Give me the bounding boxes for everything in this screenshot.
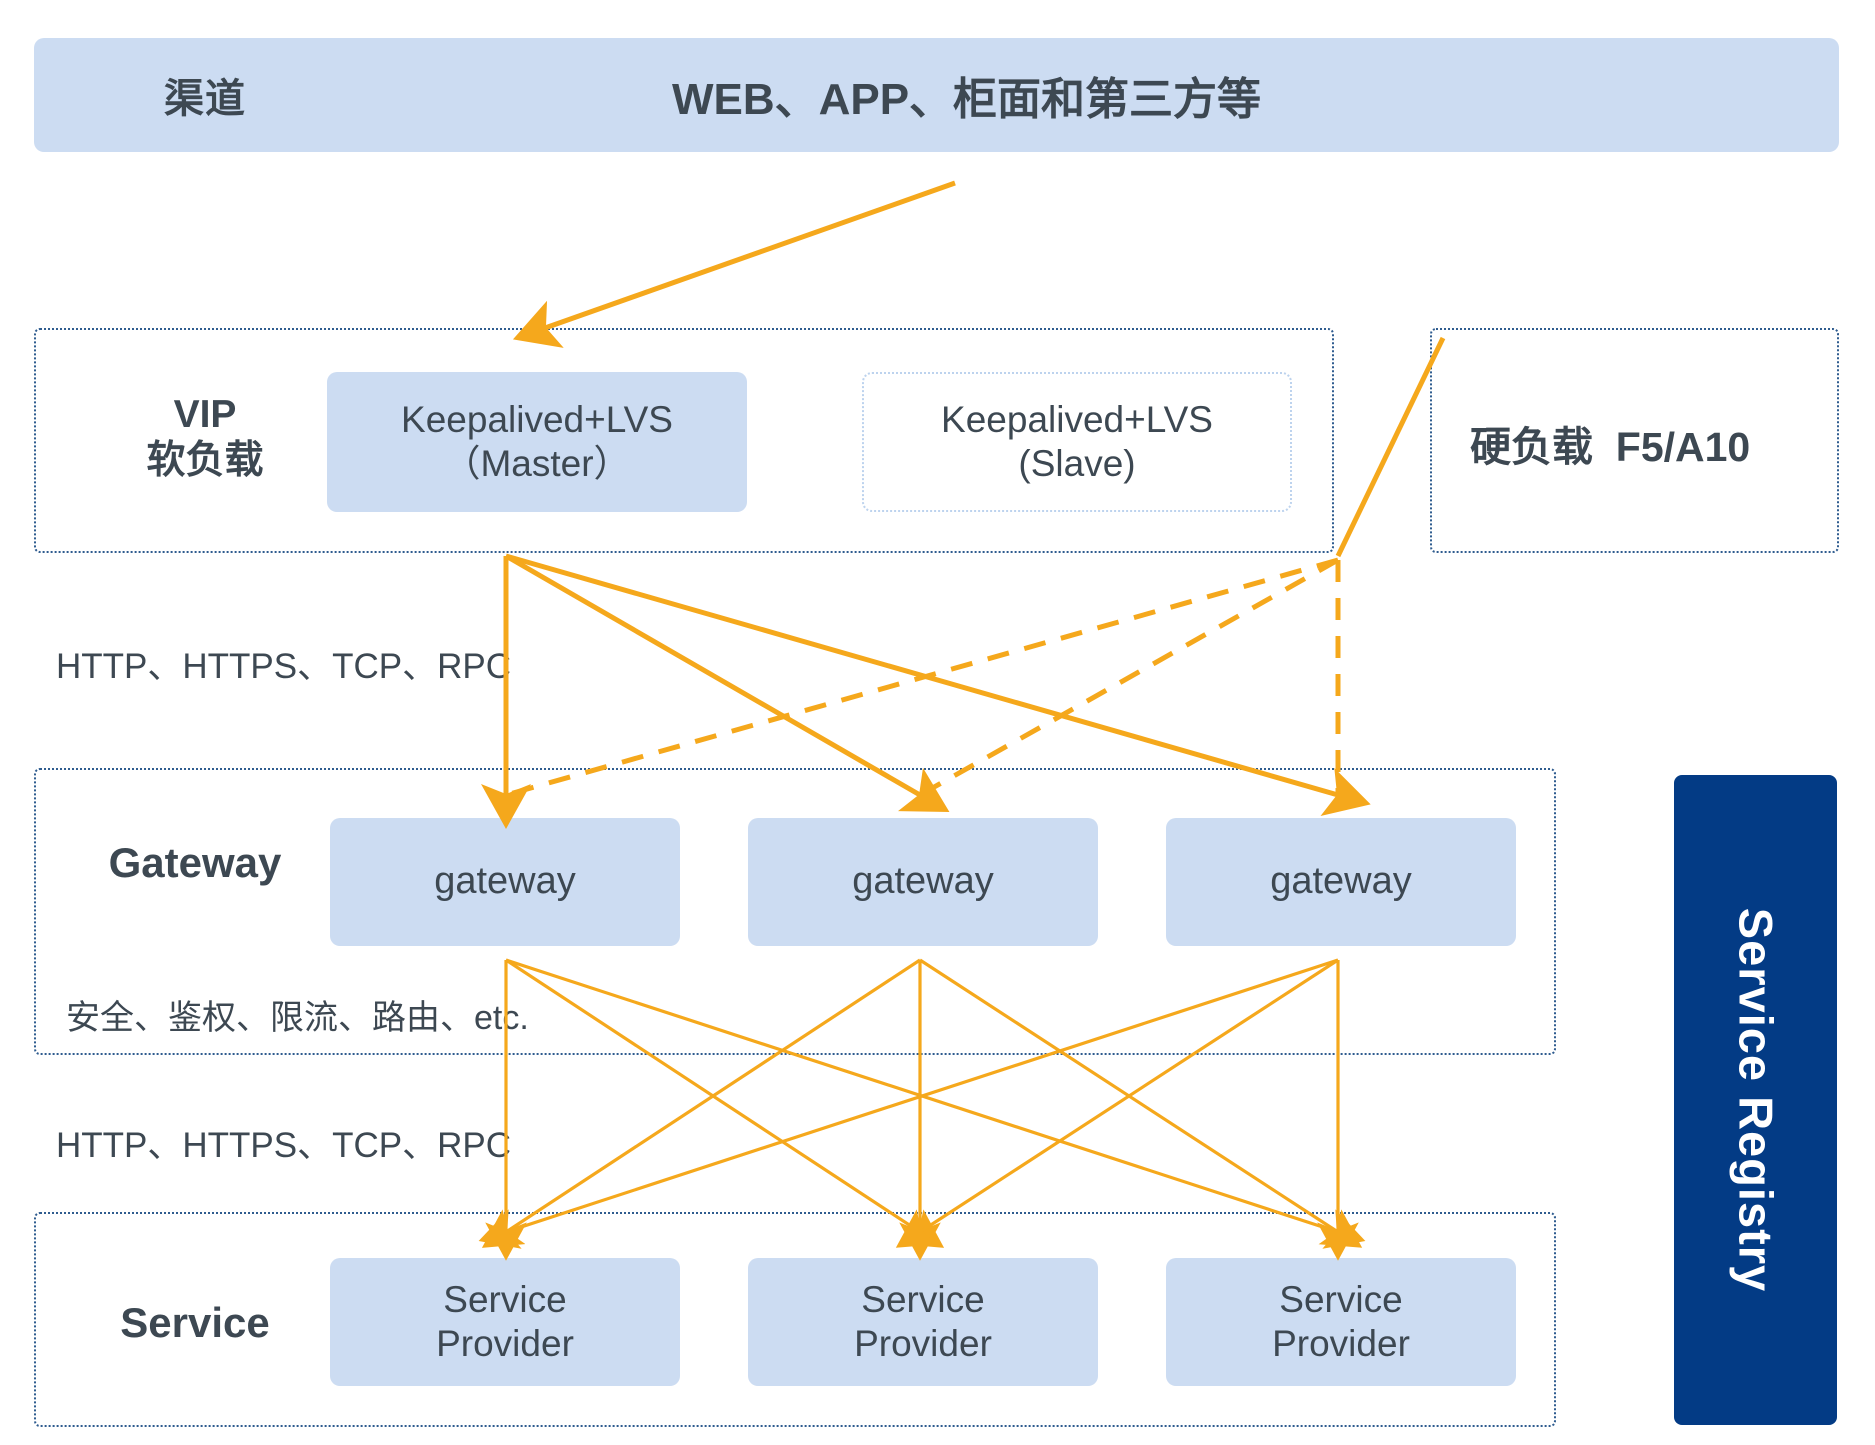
service-provider-node-3[interactable]: Service Provider xyxy=(1166,1258,1516,1386)
channel-title: WEB、APP、柜面和第三方等 xyxy=(671,75,1262,124)
lvs-slave-node[interactable]: Keepalived+LVS (Slave) xyxy=(862,372,1292,512)
service-provider-node-1[interactable]: Service Provider xyxy=(330,1258,680,1386)
lvs-master-node[interactable]: Keepalived+LVS （Master） xyxy=(327,372,747,512)
service-registry-panel[interactable]: Service Registry xyxy=(1674,775,1837,1425)
edge-hardware-to-vip xyxy=(1335,336,1446,558)
edge-channel-to-vip xyxy=(512,180,956,348)
channel-banner: 渠道 WEB、APP、柜面和第三方等 xyxy=(34,38,1839,152)
service-registry-label: Service Registry xyxy=(1729,907,1782,1293)
vip-layer-title: VIP 软负载 xyxy=(146,393,264,483)
channel-label: 渠道 xyxy=(164,77,246,121)
hardware-load-balancer-label: 硬负载 F5/A10 xyxy=(1470,424,1751,470)
edge-hardware-to-gateways xyxy=(505,557,1341,798)
gateway-features-caption: 安全、鉴权、限流、路由、etc. xyxy=(66,999,529,1037)
gateway-node-3[interactable]: gateway xyxy=(1166,818,1516,946)
gateway-to-service-protocol-caption: HTTP、HTTPS、TCP、RPC xyxy=(56,1126,512,1165)
service-layer-title: Service xyxy=(120,1299,270,1346)
service-provider-node-2[interactable]: Service Provider xyxy=(748,1258,1098,1386)
vip-to-gateway-protocol-caption: HTTP、HTTPS、TCP、RPC xyxy=(56,647,512,686)
gateway-layer-title: Gateway xyxy=(108,839,282,886)
gateway-node-2[interactable]: gateway xyxy=(748,818,1098,946)
gateway-node-1[interactable]: gateway xyxy=(330,818,680,946)
edge-master-to-gateways xyxy=(481,553,1371,829)
